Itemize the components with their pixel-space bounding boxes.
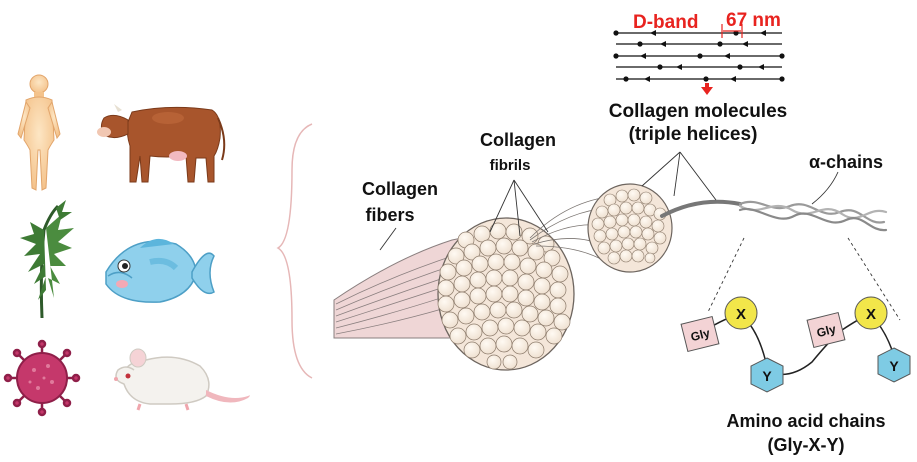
triple-helices-label: (triple helices) <box>629 124 758 145</box>
period-label: 67 nm <box>726 10 781 31</box>
x-residue-label: X <box>736 306 746 323</box>
cow-icon <box>97 104 224 182</box>
grouping-brace <box>278 124 312 378</box>
gly-residue: Gly <box>681 317 719 352</box>
d-band-label: D-band <box>633 12 698 33</box>
amino-acid-chains-label: Amino acid chains <box>726 411 885 431</box>
mouse-icon <box>114 349 250 410</box>
d-band-molecules <box>613 30 784 82</box>
triple-helix <box>662 202 886 230</box>
seaweed-icon <box>20 200 74 318</box>
y-residue-label: Y <box>889 358 899 374</box>
collagen-fibers-label: Collagen <box>362 179 438 199</box>
gly-x-y-label: (Gly-X-Y) <box>767 435 844 455</box>
x-residue-label: X <box>866 306 876 323</box>
source-panel <box>5 75 250 415</box>
collagen-fibrils-label: Collagen <box>480 130 556 150</box>
human-icon <box>18 75 60 190</box>
microbe-icon <box>5 341 79 415</box>
fibrils-label: fibrils <box>490 157 531 174</box>
d-band-arrow <box>701 83 713 95</box>
alpha-chains-label: α-chains <box>809 152 883 172</box>
fibers-label: fibers <box>365 205 414 225</box>
amino-acid-chain: Gly X Y Gly X Y <box>681 297 910 392</box>
fibril-cross-section <box>588 184 672 272</box>
collagen-molecules-label: Collagen molecules <box>609 101 787 122</box>
fish-icon <box>106 239 214 302</box>
gly-residue: Gly <box>807 313 845 348</box>
y-residue-label: Y <box>762 368 772 384</box>
